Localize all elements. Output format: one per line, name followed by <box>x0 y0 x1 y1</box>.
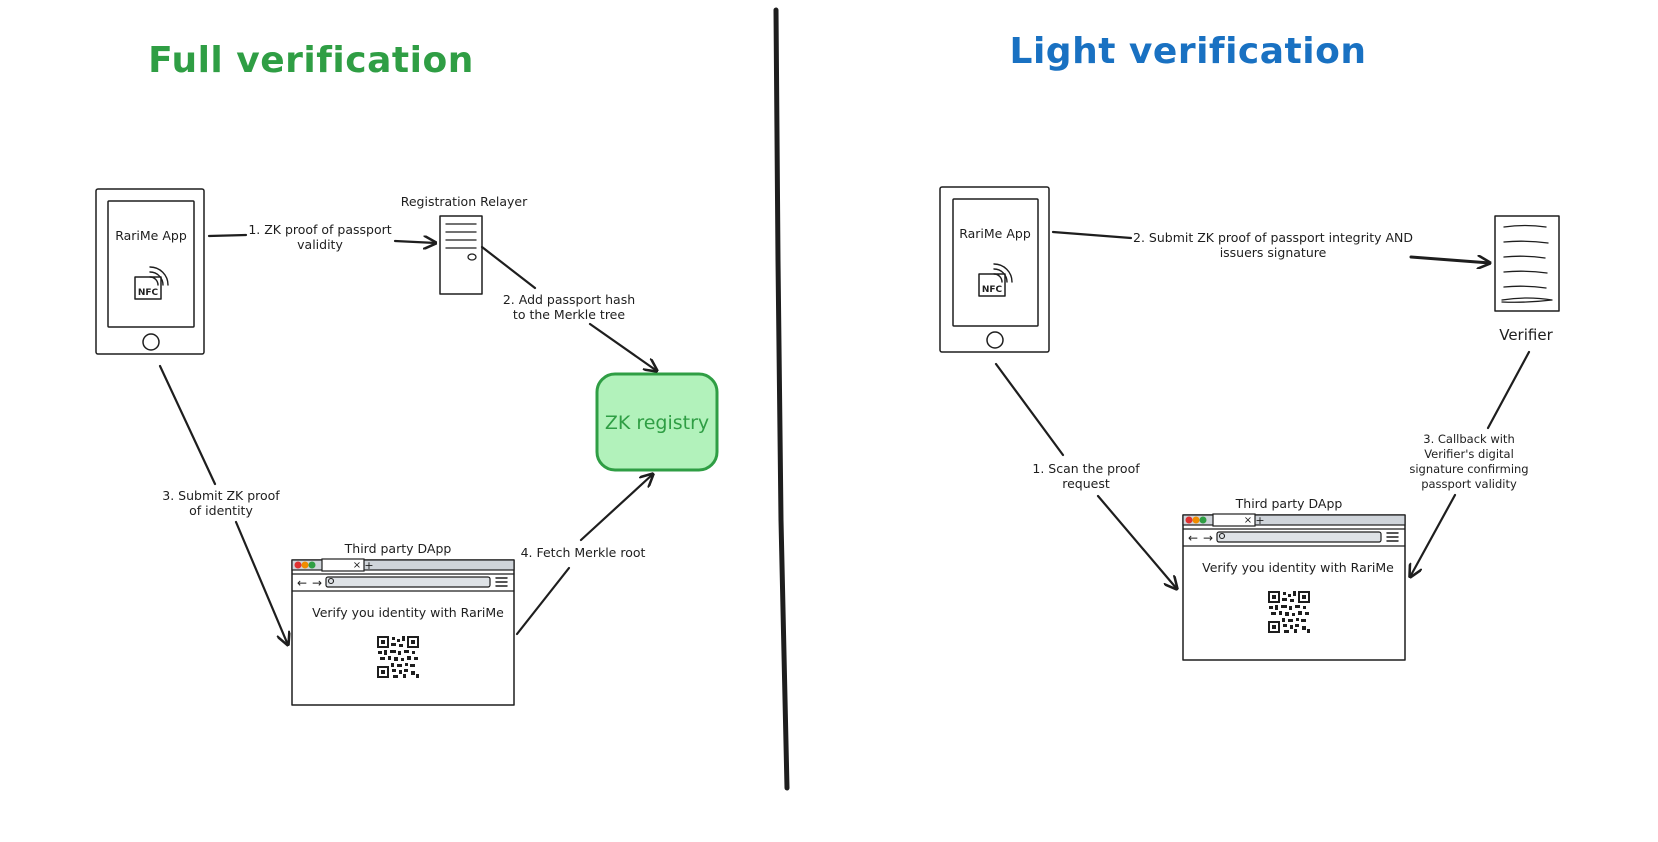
new-tab-icon: + <box>364 559 373 572</box>
step1-label-line1: 1. ZK proof of passport <box>248 222 391 237</box>
arrow-phone-to-dapp <box>158 364 217 486</box>
light-verification-title: Light verification <box>1010 31 1367 72</box>
back-arrow-icon-right: ← <box>1188 531 1198 545</box>
phone-app-label: RariMe App <box>115 228 187 243</box>
address-search-icon <box>327 577 335 585</box>
new-tab-icon-right: + <box>1255 514 1264 527</box>
qr-code-icon <box>377 636 419 678</box>
arrow-verifier-to-dapp <box>1486 350 1531 430</box>
nfc-icon: NFC <box>134 266 169 300</box>
rarime-phone-right: RariMe App NFC <box>939 186 1050 353</box>
registration-relayer-server: Registration Relayer <box>401 194 528 295</box>
zk-registry-label: ZK registry <box>605 412 709 434</box>
phone-app-label-right: RariMe App <box>959 226 1031 241</box>
third-party-dapp-browser-left: Third party DApp × + ← → Verify you iden… <box>291 541 515 706</box>
zk-registry-box: ZK registry <box>595 372 719 472</box>
forward-arrow-icon: → <box>312 576 322 590</box>
right-step1-label-line1: 1. Scan the proof <box>1032 461 1140 476</box>
nfc-icon-right: NFC <box>978 263 1013 297</box>
right-step3-label-line1: 3. Callback with <box>1423 432 1514 446</box>
arrow-phone-to-dapp-right <box>994 362 1065 457</box>
window-close-dot-right <box>1185 516 1193 524</box>
window-maximize-dot-right <box>1199 516 1207 524</box>
right-step3-label-line4: passport validity <box>1421 477 1517 491</box>
arrow-relayer-to-registry <box>480 245 537 290</box>
tab-close-icon-right: × <box>1244 515 1252 526</box>
step3-label-line2: of identity <box>189 503 253 518</box>
window-maximize-dot <box>308 561 316 569</box>
forward-arrow-icon-right: → <box>1203 531 1213 545</box>
right-step1-label-line2: request <box>1062 476 1110 491</box>
step2-label-line1: 2. Add passport hash <box>503 292 635 307</box>
arrow-phone-to-verifier <box>1051 230 1133 240</box>
qr-code-icon-right <box>1268 591 1310 633</box>
address-bar <box>325 576 491 588</box>
rarime-phone: RariMe App NFC <box>95 188 205 355</box>
step3-label-line1: 3. Submit ZK proof <box>162 488 280 503</box>
verifier-label: Verifier <box>1499 326 1553 344</box>
dapp-title-left: Third party DApp <box>344 541 452 556</box>
dapp-verify-text-right: Verify you identity with RariMe <box>1202 560 1394 575</box>
right-step3-label-line2: Verifier's digital <box>1424 447 1514 461</box>
address-bar-right <box>1216 531 1382 543</box>
verifier-document: Verifier <box>1494 215 1560 344</box>
step2-label-line2: to the Merkle tree <box>513 307 625 322</box>
full-verification-title: Full verification <box>148 40 474 81</box>
right-step3-label-line3: signature confirming <box>1409 462 1528 476</box>
window-close-dot <box>294 561 302 569</box>
step4-label: 4. Fetch Merkle root <box>521 545 646 560</box>
back-arrow-icon: ← <box>297 576 307 590</box>
hamburger-menu-icon <box>495 577 508 587</box>
nfc-label: NFC <box>138 288 159 298</box>
right-step2-label-line2: issuers signature <box>1220 245 1327 260</box>
nfc-label-right: NFC <box>982 285 1003 295</box>
dapp-title-right: Third party DApp <box>1235 496 1343 511</box>
tab-close-icon: × <box>353 560 361 571</box>
arrow-dapp-to-registry <box>515 566 571 636</box>
address-search-icon-right <box>1218 532 1226 540</box>
dapp-verify-text-left: Verify you identity with RariMe <box>312 605 504 620</box>
step1-label-line2: validity <box>297 237 343 252</box>
window-minimize-dot-right <box>1192 516 1200 524</box>
relayer-label: Registration Relayer <box>401 194 528 209</box>
hamburger-menu-icon-right <box>1386 532 1399 542</box>
third-party-dapp-browser-right: Third party DApp × + ← → Verify you iden… <box>1182 496 1406 661</box>
right-step2-label-line1: 2. Submit ZK proof of passport integrity… <box>1133 230 1413 245</box>
window-minimize-dot <box>301 561 309 569</box>
arrow-phone-to-relayer <box>207 235 436 243</box>
section-divider <box>773 7 790 791</box>
